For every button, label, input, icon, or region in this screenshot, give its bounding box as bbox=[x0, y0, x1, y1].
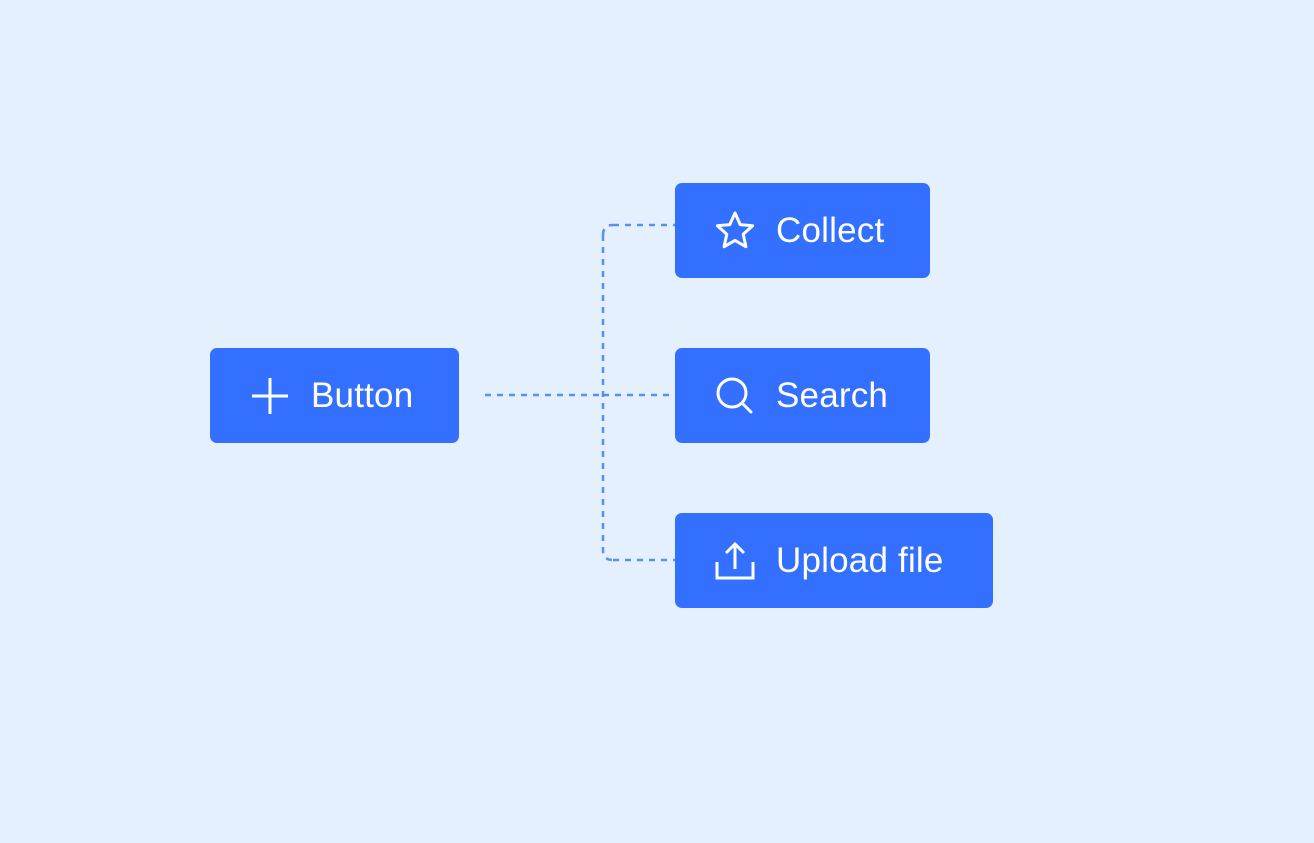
search-button-label: Search bbox=[776, 376, 889, 415]
search-button[interactable]: Search bbox=[675, 348, 930, 443]
search-icon bbox=[714, 375, 756, 417]
upload-icon bbox=[714, 540, 756, 582]
upload-file-button[interactable]: Upload file bbox=[675, 513, 993, 608]
upload-file-button-label: Upload file bbox=[776, 541, 944, 580]
root-button-label: Button bbox=[311, 376, 414, 415]
plus-icon bbox=[249, 375, 291, 417]
root-button[interactable]: Button bbox=[210, 348, 459, 443]
connector-trunk bbox=[601, 223, 614, 562]
star-icon bbox=[714, 210, 756, 252]
collect-button-label: Collect bbox=[776, 211, 885, 250]
collect-button[interactable]: Collect bbox=[675, 183, 930, 278]
